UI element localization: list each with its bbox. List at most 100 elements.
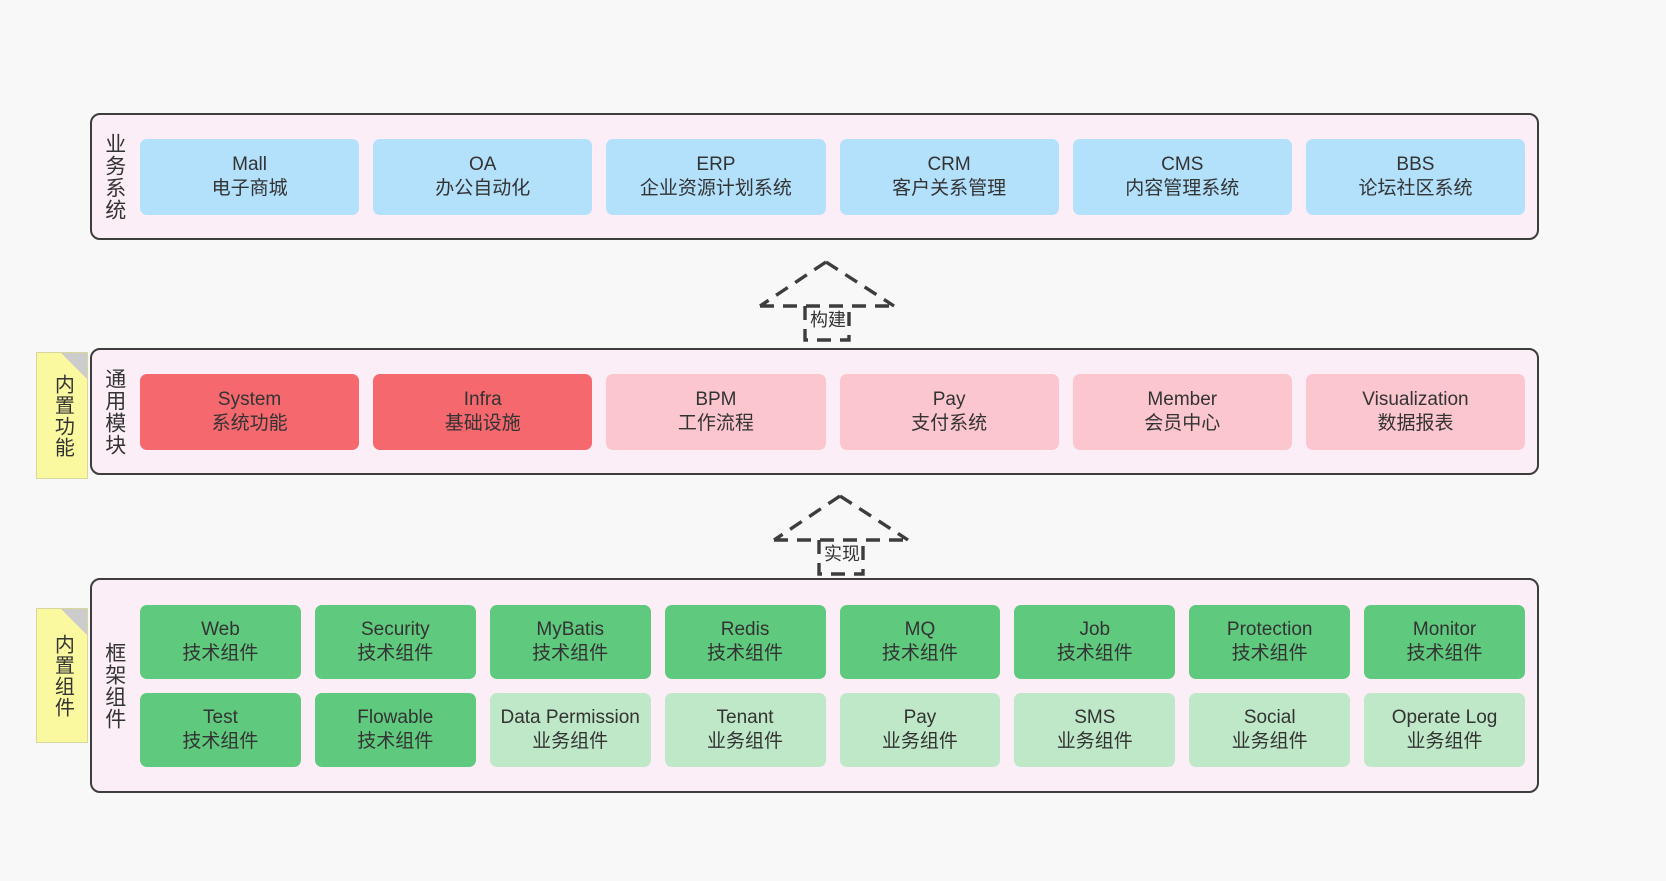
- card-subtitle: 业务组件: [1406, 730, 1483, 752]
- card-subtitle: 技术组件: [182, 730, 259, 752]
- card-title: BBS: [1396, 153, 1435, 175]
- card-subtitle: 办公自动化: [435, 177, 531, 199]
- connector-build: 构建: [758, 258, 898, 342]
- card-subtitle: 数据报表: [1377, 412, 1454, 434]
- card-title: Operate Log: [1391, 706, 1498, 728]
- card-subtitle: 工作流程: [677, 412, 754, 434]
- card-title: Visualization: [1362, 388, 1469, 410]
- card-title: Social: [1243, 706, 1296, 728]
- layer-business-system-label: 业务系统: [102, 132, 126, 221]
- card-subtitle: 业务组件: [1231, 730, 1308, 752]
- card-title: Member: [1147, 388, 1218, 410]
- card-title: Redis: [720, 618, 770, 640]
- card-title: System: [217, 388, 282, 410]
- card-subtitle: 业务组件: [707, 730, 784, 752]
- card-title: Protection: [1226, 618, 1313, 640]
- note-builtin-component: 内置组件: [36, 608, 88, 743]
- card-subtitle: 技术组件: [1406, 642, 1483, 664]
- connector-implement-label: 实现: [824, 544, 860, 564]
- layer-framework-component-label: 框架组件: [102, 641, 126, 730]
- card-subtitle: 技术组件: [357, 730, 434, 752]
- card-title: Monitor: [1412, 618, 1477, 640]
- card-title: CMS: [1161, 153, 1204, 175]
- connector-build-label: 构建: [810, 310, 846, 330]
- note-fold-corner-icon: [61, 609, 87, 635]
- note-builtin-component-label: 内置组件: [51, 633, 74, 718]
- card-subtitle: 技术组件: [881, 642, 958, 664]
- note-fold-corner-icon: [61, 353, 87, 379]
- card-title: Web: [201, 618, 240, 640]
- card-title: OA: [469, 153, 497, 175]
- connector-implement: 实现: [772, 492, 912, 576]
- card-title: Flowable: [357, 706, 434, 728]
- card-subtitle: 基础设施: [444, 412, 521, 434]
- card-subtitle: 支付系统: [911, 412, 988, 434]
- card-title: MQ: [904, 618, 936, 640]
- note-builtin-function: 内置功能: [36, 352, 88, 479]
- card-subtitle: 企业资源计划系统: [639, 177, 792, 199]
- card-title: Data Permission: [500, 706, 640, 728]
- card-subtitle: 技术组件: [1056, 642, 1133, 664]
- card-title: Test: [203, 706, 238, 728]
- generalization-arrow-icon: [773, 494, 909, 576]
- card-subtitle: 系统功能: [211, 412, 288, 434]
- card-subtitle: 技术组件: [1231, 642, 1308, 664]
- card-title: BPM: [695, 388, 737, 410]
- layer-common-module-label: 通用模块: [102, 367, 126, 456]
- card-title: ERP: [696, 153, 736, 175]
- card-subtitle: 技术组件: [707, 642, 784, 664]
- card-title: Infra: [463, 388, 502, 410]
- card-title: MyBatis: [536, 618, 604, 640]
- card-subtitle: 业务组件: [881, 730, 958, 752]
- card-subtitle: 技术组件: [357, 642, 434, 664]
- card-subtitle: 业务组件: [532, 730, 609, 752]
- card-subtitle: 技术组件: [182, 642, 259, 664]
- card-title: CRM: [927, 153, 971, 175]
- card-subtitle: 会员中心: [1144, 412, 1221, 434]
- card-title: Job: [1079, 618, 1111, 640]
- card-title: Pay: [932, 388, 966, 410]
- card-subtitle: 技术组件: [532, 642, 609, 664]
- card-title: SMS: [1074, 706, 1116, 728]
- card-title: Security: [360, 618, 430, 640]
- card-subtitle: 内容管理系统: [1125, 177, 1240, 199]
- generalization-arrow-icon: [759, 260, 895, 342]
